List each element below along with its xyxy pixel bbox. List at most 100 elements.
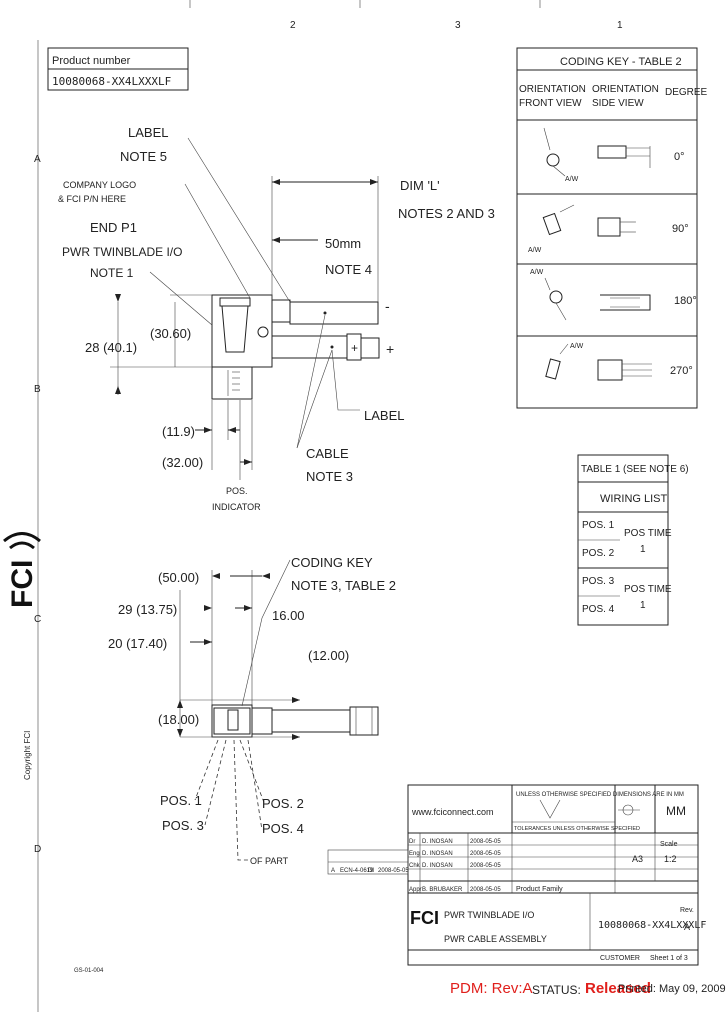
table2-title: CODING KEY - TABLE 2 (560, 56, 682, 68)
copyright-text: Copyright FCI (23, 731, 32, 780)
coding-key-table: CODING KEY - TABLE 2 ORIENTATION FRONT V… (516, 47, 708, 409)
end-p1-desc: PWR TWINBLADE I/O (62, 245, 182, 259)
zone-letter-b: B (34, 384, 41, 395)
table2-row-3: A/W 270° (545, 343, 693, 381)
top-view-callouts: LABEL NOTE 5 COMPANY LOGO & FCI P/N HERE… (58, 125, 495, 512)
table2-row1-tag: A/W (528, 247, 542, 254)
title-scale-label: Scale (660, 841, 678, 848)
status-value: Released (585, 980, 651, 997)
title-units: MM (666, 804, 686, 818)
zone-letter-top-1: 2 (290, 20, 296, 31)
title-desc-line1: PWR TWINBLADE I/O (444, 910, 534, 920)
title-rev-value: A (684, 922, 690, 932)
zone-letter-c: C (34, 614, 41, 625)
table2-row0-tag: A/W (565, 176, 579, 183)
title-tolerances: TOLERANCES UNLESS OTHERWISE SPECIFIED (514, 826, 640, 832)
title-rev-label: Rev. (680, 907, 694, 914)
wiring-list-table: TABLE 1 (SEE NOTE 6) WIRING LIST POS. 1 … (577, 454, 689, 626)
title-row2-date: 2008-05-05 (470, 863, 501, 869)
printed-date: Printed: May 09, 2009 (618, 983, 726, 995)
status-label: STATUS: (532, 983, 581, 997)
table2-row2-tag: A/W (530, 269, 544, 276)
cable-callout-note: NOTE 3 (306, 469, 353, 484)
table1-row1-right: 1 (640, 544, 646, 555)
product-number-value: 10080068-XX4LXXXLF (52, 75, 171, 88)
connector-top-view: + - + (110, 137, 394, 480)
title-row1-date: 2008-05-05 (470, 851, 501, 857)
pos1-callout: POS. 1 (160, 793, 202, 808)
side-zone-markers: A B C D (34, 154, 41, 855)
zone-letter-d: D (34, 844, 41, 855)
zone-letter-top-3: 1 (617, 20, 623, 31)
pos3-callout: POS. 3 (162, 818, 204, 833)
dim-50mm-text: 50mm (325, 236, 361, 251)
coding-key-note: NOTE 3, TABLE 2 (291, 578, 396, 593)
table1-row0-pos: POS. 1 (582, 520, 615, 531)
top-zone-markers: 2 3 1 (189, 0, 623, 31)
title-scale-value: 1:2 (664, 854, 677, 864)
table1-subtitle: WIRING LIST (600, 493, 668, 505)
pos4-callout: POS. 4 (262, 821, 304, 836)
table1-row2-pos: POS. 3 (582, 576, 615, 587)
of-part-callout: OF PART (250, 856, 289, 866)
title-row3-date: 2008-05-05 (470, 887, 501, 893)
cable-plus (271, 335, 348, 359)
title-fci-logo: FCI (410, 908, 439, 928)
table1-row3-pos: POS. 4 (582, 604, 615, 615)
side-view-callouts: (50.00) 29 (13.75) 16.00 20 (17.40) (12.… (108, 555, 396, 866)
title-desc-line2: PWR CABLE ASSEMBLY (444, 934, 547, 944)
svg-text:FCI: FCI (6, 560, 39, 608)
coding-key-callout: CODING KEY (291, 555, 373, 570)
product-number-label: Product number (52, 55, 131, 67)
small-form-code: GS-01-004 (74, 968, 104, 974)
pdm-revision: PDM: Rev:A (450, 980, 533, 997)
table2-row0-degree: 0° (674, 151, 685, 163)
title-website: www.fciconnect.com (411, 807, 494, 817)
dim-50mm-note: NOTE 4 (325, 262, 372, 277)
title-doc-number: 10080068-XX4LXXXLF (598, 920, 706, 931)
table2-row-2: A/W 180° (530, 269, 697, 321)
pos-indicator-block (211, 366, 253, 400)
table1-row2-right: POS TIME (624, 584, 672, 595)
company-logo-callout-1: COMPANY LOGO (63, 180, 136, 190)
title-unless: UNLESS OTHERWISE SPECIFIED DIMENSIONS AR… (516, 792, 684, 798)
title-sheet: Sheet 1 of 3 (650, 955, 688, 962)
title-row1-name: D. INOSAN (422, 851, 453, 857)
product-number-box: Product number 10080068-XX4LXXXLF (47, 47, 189, 91)
title-row0-who: Dr (409, 839, 415, 845)
rev-table-by: DI (368, 868, 374, 874)
title-row0-name: D. INOSAN (422, 839, 453, 845)
table2-header-front-1: ORIENTATION (519, 84, 586, 95)
table1-row3-right: 1 (640, 600, 646, 611)
pos-indicator-1: POS. (226, 486, 248, 496)
rev-table-rev: A (331, 868, 335, 874)
fci-logo-vertical: FCI (3, 532, 41, 608)
title-customer: CUSTOMER (600, 955, 640, 962)
dim-29-3: 29 (13.75) (118, 602, 177, 617)
status-footer: PDM: Rev:A STATUS: Released Printed: May… (440, 980, 726, 1004)
table2-header-side-2: SIDE VIEW (592, 98, 644, 109)
side-cable (271, 709, 351, 733)
title-row2-name: D. INOSAN (422, 863, 453, 869)
dim-18-00: (18.00) (158, 712, 199, 727)
table2-row2-degree: 180° (674, 295, 697, 307)
table2-row3-tag: A/W (570, 343, 584, 350)
dim-16-00: 16.00 (272, 608, 305, 623)
title-row2-who: Chk (409, 863, 421, 869)
zone-letter-a: A (34, 154, 41, 165)
label-callout-note: NOTE 5 (120, 149, 167, 164)
table2-row-0: A/W 0° (543, 127, 685, 183)
minus-sign: - (385, 298, 390, 314)
label-callout-bottom: LABEL (364, 408, 404, 423)
cable-minus (289, 301, 379, 325)
dim-32-00: (32.00) (162, 455, 203, 470)
table1-row0-right: POS TIME (624, 528, 672, 539)
zone-letter-top-2: 3 (455, 20, 461, 31)
table1-title: TABLE 1 (SEE NOTE 6) (581, 464, 689, 475)
table2-header-front-2: FRONT VIEW (519, 98, 582, 109)
title-row0-date: 2008-05-05 (470, 839, 501, 845)
table2-row-1: A/W 90° (528, 204, 689, 254)
dim-l-text: DIM 'L' (400, 178, 440, 193)
rev-table-ecn: ECN-4-0619 (340, 868, 374, 874)
dim-l-notes: NOTES 2 AND 3 (398, 206, 495, 221)
